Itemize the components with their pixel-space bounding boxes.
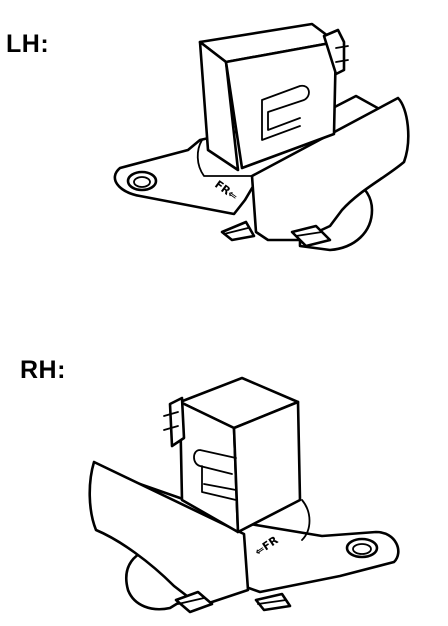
lh-block-front-face [224, 40, 338, 170]
rh-clip-slot [193, 449, 237, 501]
rh-mount-assembly: ⇐FR [88, 376, 400, 614]
rh-block-front-face [232, 400, 302, 534]
rh-side-flange [88, 460, 250, 608]
lh-side-stud [322, 28, 346, 76]
lh-side-flange [250, 96, 410, 242]
lh-mount-assembly: FR⇐ [113, 22, 410, 252]
rh-side-stud [168, 396, 186, 448]
lh-block-left-face [198, 40, 240, 172]
lh-view-label: LH: [6, 30, 50, 58]
rh-lower-tab-left [174, 590, 214, 614]
lh-clip-slot [261, 84, 310, 141]
rh-view-label: RH: [20, 356, 66, 384]
lh-lower-tab-right [290, 224, 332, 248]
